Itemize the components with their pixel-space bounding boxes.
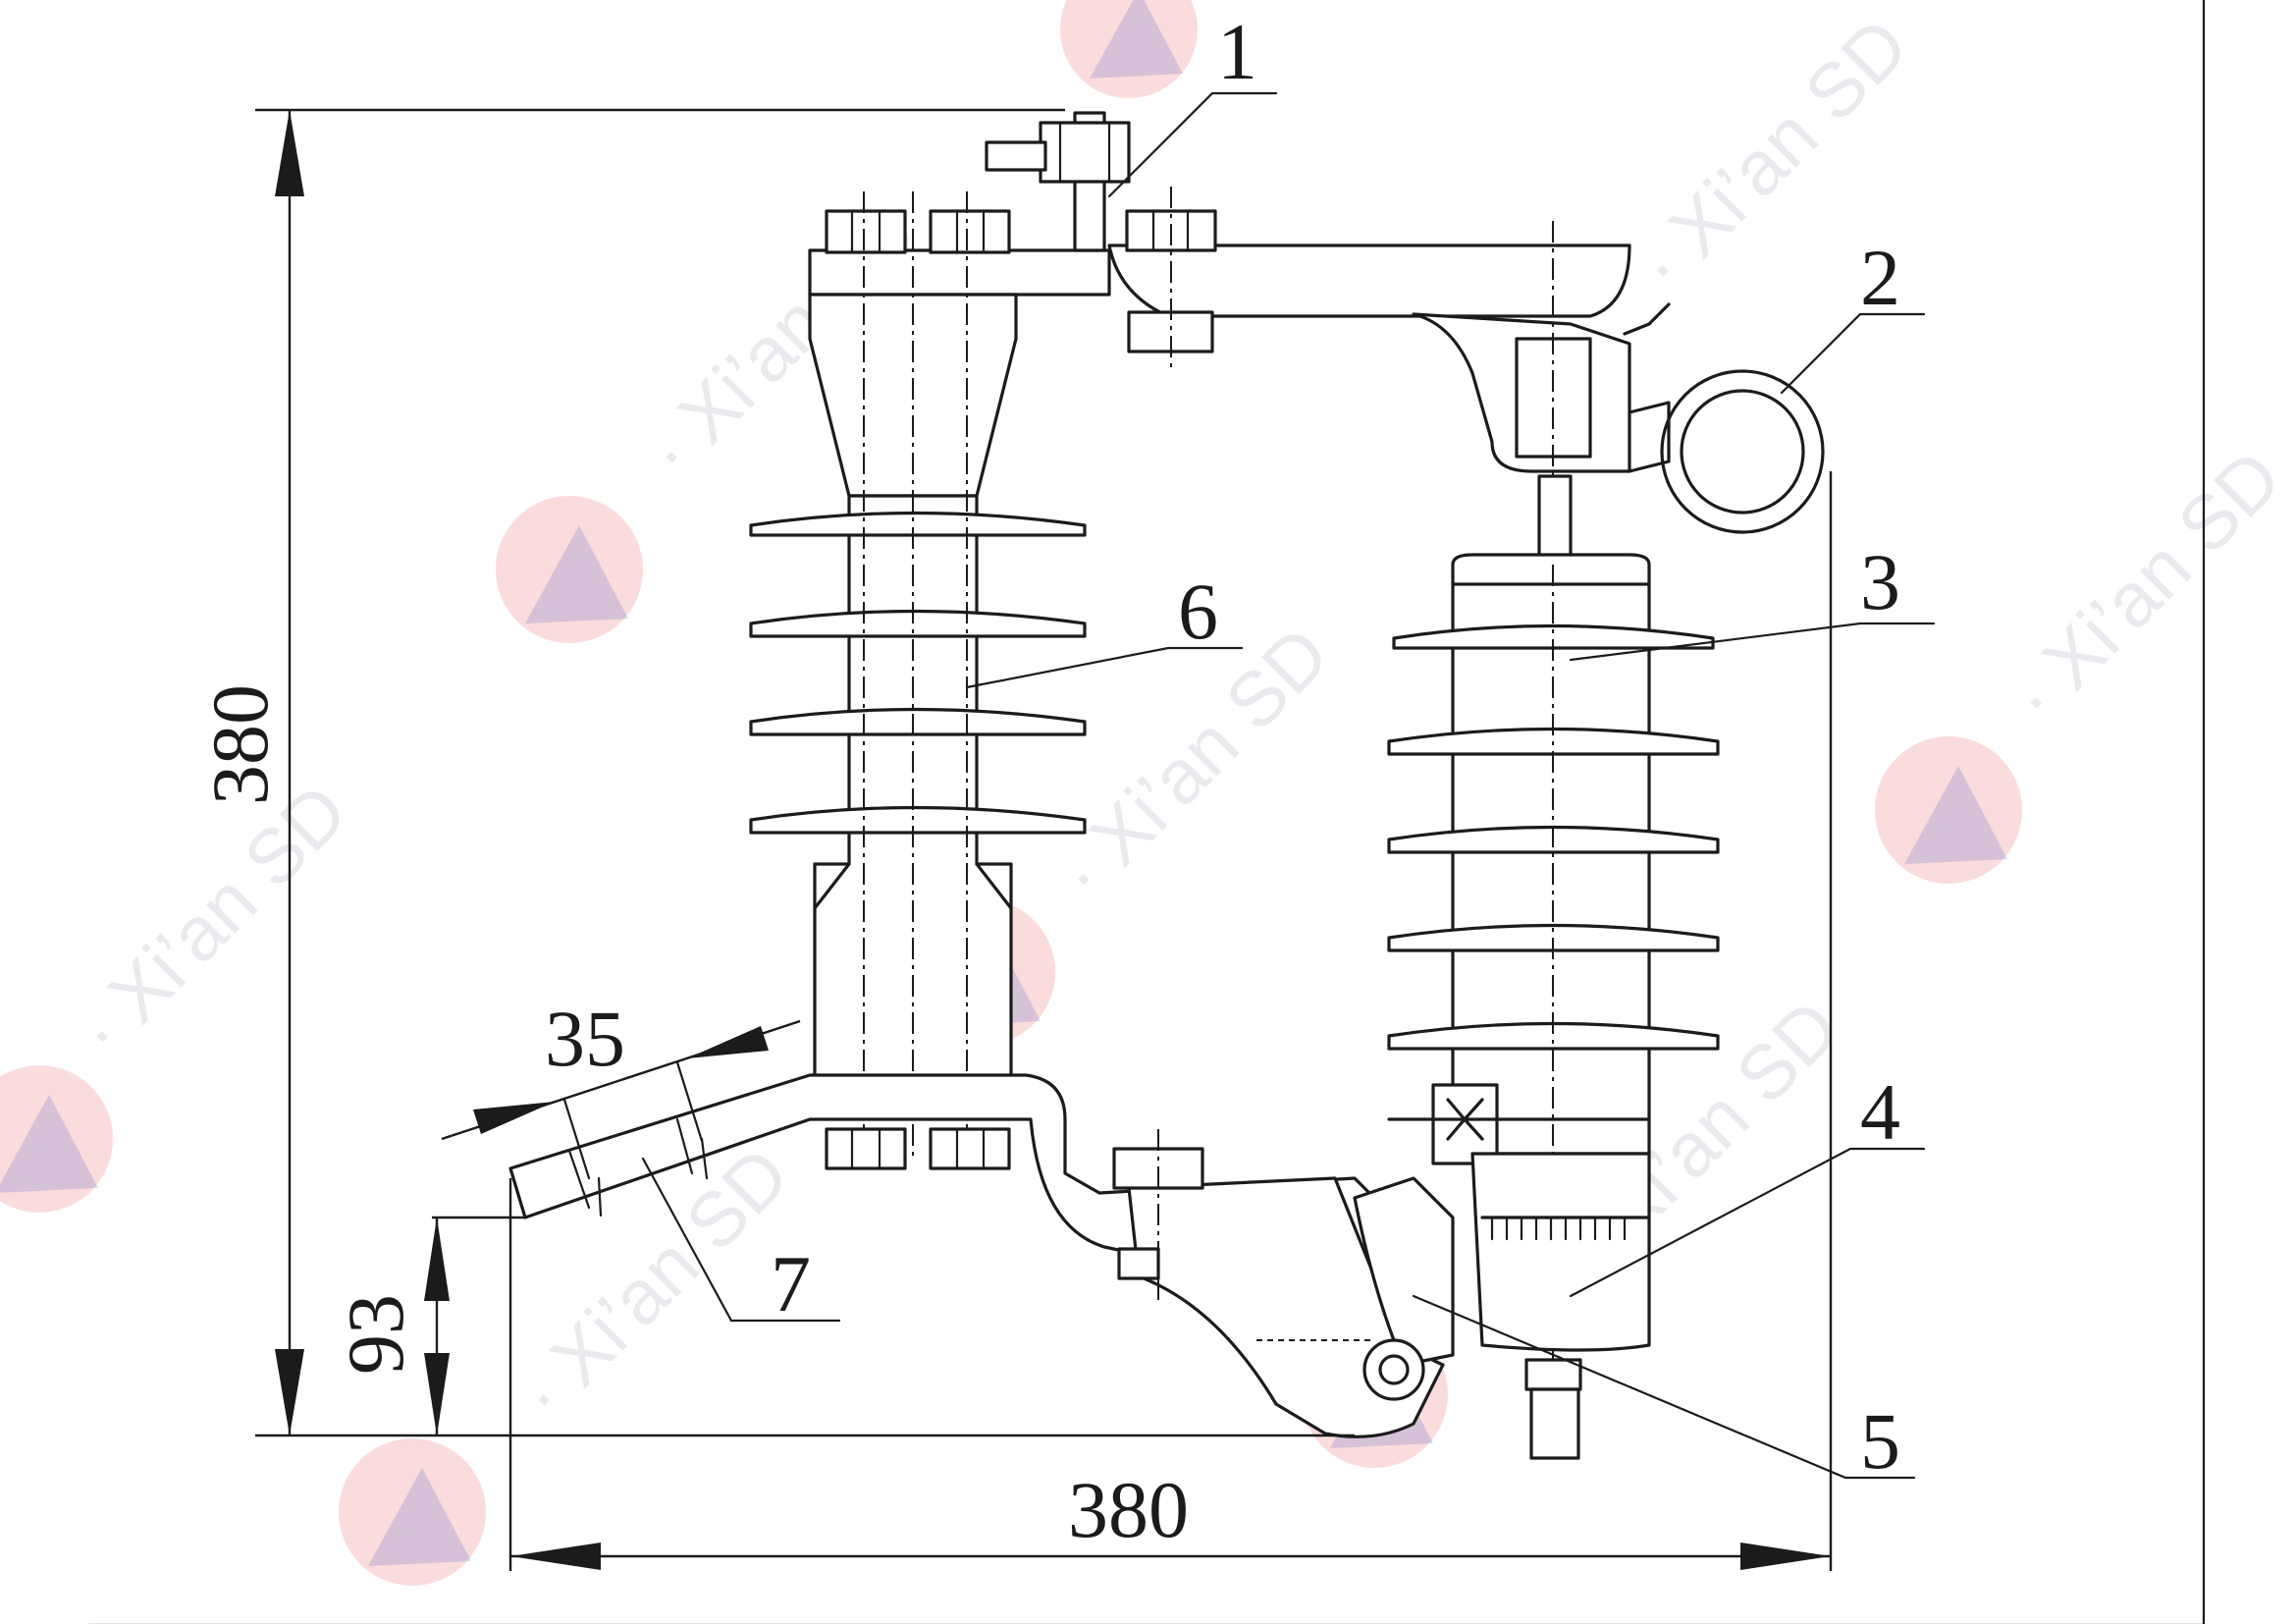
callout-4-label: 4 bbox=[1860, 1067, 1900, 1157]
callout-5-label: 5 bbox=[1860, 1396, 1900, 1486]
callout-3-label: 3 bbox=[1860, 537, 1900, 626]
dim-total-height: 380 bbox=[195, 108, 1355, 1437]
dim-base-offset: 93 bbox=[331, 1216, 525, 1435]
dim-35-label: 35 bbox=[545, 994, 625, 1083]
watermark-logo bbox=[339, 1438, 486, 1586]
watermark-logo bbox=[496, 496, 643, 643]
top-bracket bbox=[808, 111, 1825, 562]
callout-7-label: 7 bbox=[771, 1239, 811, 1328]
fuse-tube bbox=[1387, 553, 1720, 1460]
callout-1-label: 1 bbox=[1217, 7, 1257, 96]
callout-5: 5 bbox=[1412, 1294, 1916, 1486]
watermark-text: · Xi’an SD bbox=[1041, 611, 1346, 916]
support-insulator bbox=[749, 191, 1087, 1170]
dim-width-label: 380 bbox=[1068, 1465, 1189, 1554]
dim-height-label: 380 bbox=[195, 684, 285, 805]
watermark-text: · Xi’an SD bbox=[59, 768, 364, 1073]
callout-3: 3 bbox=[1569, 537, 1936, 662]
callout-4: 4 bbox=[1569, 1067, 1926, 1298]
dim-offset-label: 93 bbox=[331, 1294, 420, 1375]
callout-1: 1 bbox=[1107, 7, 1278, 198]
watermark-logo bbox=[1875, 736, 2022, 884]
pull-ring bbox=[1660, 369, 1825, 534]
callout-6-label: 6 bbox=[1178, 567, 1218, 656]
watermark-text: · Xi’an SD bbox=[1993, 434, 2296, 739]
dim-mount-width: 35 bbox=[441, 994, 801, 1180]
lower-bracket bbox=[508, 1073, 1455, 1438]
watermark-logo bbox=[0, 1065, 113, 1213]
callout-7: 7 bbox=[641, 1157, 841, 1328]
watermark-logo bbox=[1060, 0, 1198, 98]
callout-2-label: 2 bbox=[1860, 233, 1900, 322]
callout-6: 6 bbox=[965, 567, 1244, 689]
callout-2: 2 bbox=[1780, 233, 1926, 395]
dim-total-width: 380 bbox=[508, 471, 1833, 1571]
